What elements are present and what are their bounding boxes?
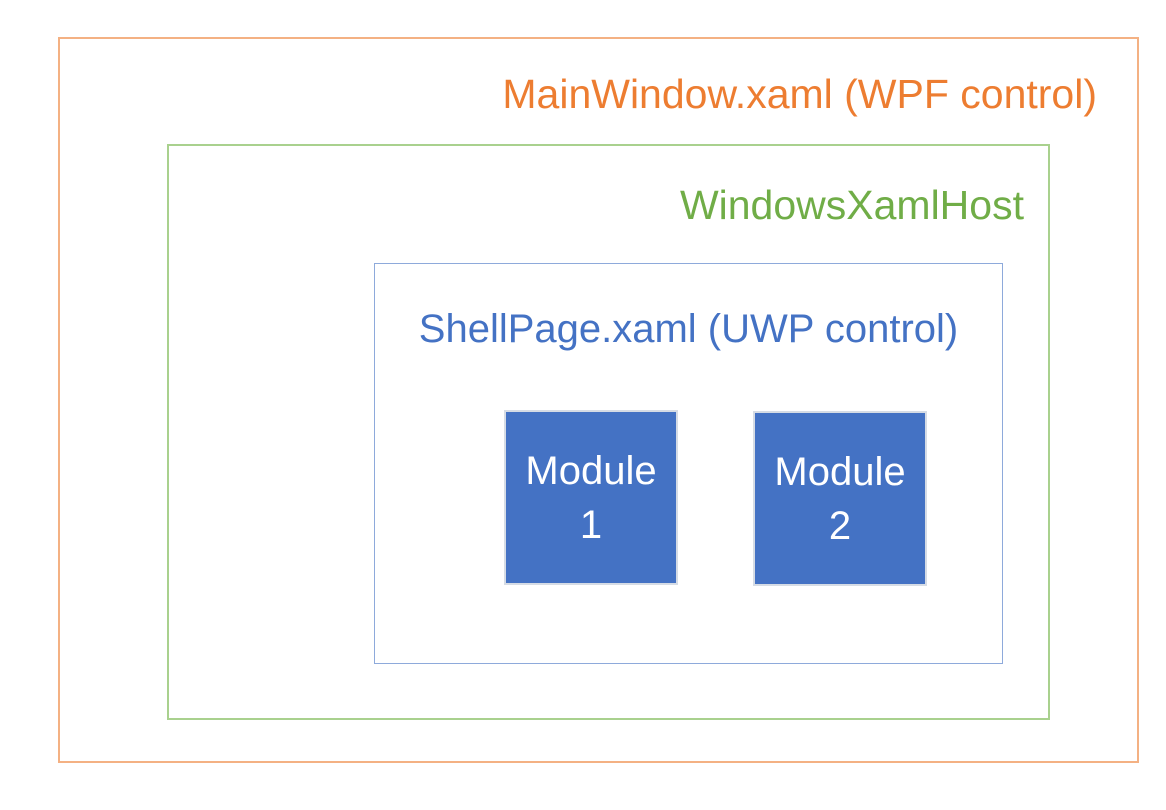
module-2-label-line1: Module xyxy=(774,449,906,494)
module-1-label-line2: 1 xyxy=(579,502,603,547)
module-2-box: Module 2 xyxy=(753,411,927,586)
shellpage-uwp-label: ShellPage.xaml (UWP control) xyxy=(418,307,959,351)
windows-xaml-host-label: WindowsXamlHost xyxy=(679,182,1024,228)
module-1-box: Module 1 xyxy=(504,410,678,585)
module-2-label-line2: 2 xyxy=(828,503,852,548)
module-1-label-line1: Module xyxy=(525,448,657,493)
mainwindow-wpf-label: MainWindow.xaml (WPF control) xyxy=(502,71,1097,117)
mainwindow-wpf-box: MainWindow.xaml (WPF control) WindowsXam… xyxy=(58,37,1139,763)
windows-xaml-host-box: WindowsXamlHost ShellPage.xaml (UWP cont… xyxy=(167,144,1050,720)
shellpage-uwp-box: ShellPage.xaml (UWP control) Module 1 Mo… xyxy=(374,263,1003,664)
